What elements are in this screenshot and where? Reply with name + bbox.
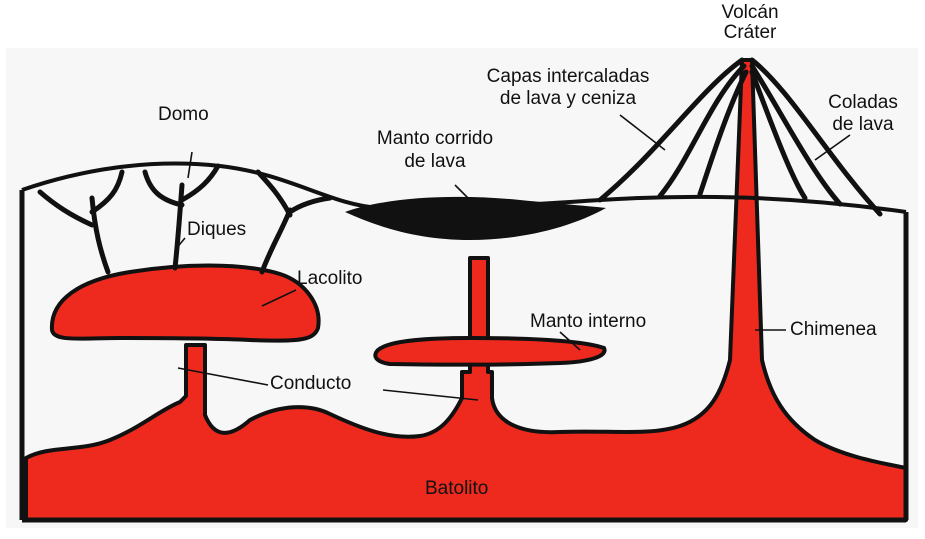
batolito-shape [24,58,908,522]
label-crater: Cráter [723,22,777,43]
label-batolito: Batolito [425,478,489,499]
pointer-lines [174,114,851,401]
label-manto-corrido-line2: de lava [404,151,466,172]
label-manto-corrido-line1: Manto corrido [376,128,494,149]
label-manto-interno: Manto interno [530,311,647,332]
label-diques: Diques [187,219,247,240]
label-lacolito: Lacolito [297,268,363,289]
label-conducto: Conducto [270,373,352,394]
label-coladas-line2: de lava [832,114,894,135]
label-coladas-line1: Coladas [828,92,898,113]
volcan-layers [597,57,883,217]
label-capas-line2: de lava y ceniza [499,88,637,109]
diques-lines [37,163,333,275]
manto-interno-shape [373,335,607,367]
label-chimenea: Chimenea [790,319,877,340]
label-capas-line1: Capas intercaladas [486,66,650,87]
lacolito-shape [49,263,321,343]
label-volcan: Volcán [721,2,779,23]
manto-corrido-shape [345,196,606,240]
label-domo: Domo [158,104,209,125]
